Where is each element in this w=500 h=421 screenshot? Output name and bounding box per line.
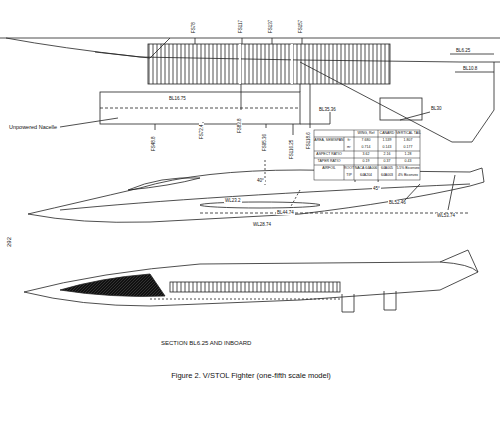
- table-cell: 1.807: [396, 138, 420, 142]
- table-cell: ROOT: [344, 166, 354, 170]
- table-cell: 2.16: [378, 152, 396, 156]
- leader-line: [60, 118, 118, 127]
- table-cell: TAPER RATIO: [314, 159, 344, 163]
- table-cell: 3.62: [354, 152, 378, 156]
- nacelle-aft: [380, 98, 422, 120]
- fuselage-side: [28, 168, 484, 222]
- table-cell: 0.177: [396, 145, 420, 149]
- station-label: FS48.8: [151, 135, 156, 152]
- table-cell: CANARD: [378, 131, 396, 135]
- table-cell: WING, Ref: [354, 131, 378, 135]
- station-label: 45°: [372, 186, 381, 191]
- table-cell: 64A204: [354, 173, 378, 177]
- station-label: BL6.25: [455, 48, 471, 53]
- page-number: 292: [6, 236, 13, 248]
- canopy: [128, 178, 200, 190]
- section-label: SECTION BL6.25 AND INBOARD: [160, 340, 252, 347]
- station-label: WL53.74: [436, 213, 456, 218]
- table-cell: 1.28: [396, 152, 420, 156]
- station-label: FS157: [298, 19, 303, 34]
- table-cell: 0.43: [396, 159, 420, 163]
- station-label: WL28.74: [252, 222, 272, 227]
- station-label: FS117: [238, 19, 243, 34]
- table-cell: 0.714: [354, 145, 378, 149]
- station-label: FS78: [191, 21, 196, 34]
- station-label: FS72.4: [199, 123, 204, 140]
- table-cell: 4% Biconvex: [396, 173, 420, 177]
- station-label: BL10.8: [462, 66, 478, 71]
- station-label: FS116.25: [289, 139, 294, 160]
- station-label: FS137: [268, 19, 273, 34]
- station-label: BL35.36: [318, 107, 337, 112]
- table-cell: 5.5% Biconvex: [396, 166, 420, 170]
- table-cell: AIRFOIL: [314, 166, 344, 170]
- station-label: BL16.75: [168, 96, 187, 101]
- part-label: Unpowered Nacelle: [8, 124, 58, 130]
- inlet-duct: [60, 274, 165, 296]
- station-label: BL44.74: [276, 210, 295, 215]
- nacelle-strut: [342, 291, 396, 312]
- table-cell: ASPECT RATIO: [314, 152, 344, 156]
- table-cell: 0.143: [378, 145, 396, 149]
- station-label: BL30: [430, 106, 443, 111]
- table-cell: 0.37: [378, 159, 396, 163]
- table-cell: 7.680: [354, 138, 378, 142]
- station-label: WL23.2: [224, 198, 242, 203]
- centerline: [0, 38, 500, 39]
- table-cell: 1.539: [378, 138, 396, 142]
- station-label: FS83.8: [237, 117, 242, 134]
- unpowered-nacelle: [100, 92, 300, 124]
- fuselage-section: [24, 262, 478, 306]
- station-label: FS95.36: [262, 133, 267, 152]
- table-cell: 0.19: [354, 159, 378, 163]
- lift-fan-row: [148, 44, 390, 84]
- table-cell: ft²: [344, 138, 354, 142]
- data-table: [314, 130, 420, 180]
- table-cell: TIP: [344, 173, 354, 177]
- figure-caption: Figure 2. V/STOL Fighter (one-fifth scal…: [0, 372, 500, 381]
- station-label: FS118.6: [306, 131, 311, 150]
- lift-fan-section: [170, 282, 340, 292]
- station-label: 40°: [256, 178, 265, 183]
- station-label: BL52.46: [388, 200, 407, 205]
- table-cell: AREA, SEMISPAN: [314, 138, 344, 142]
- table-cell: NACA 64A006: [354, 166, 378, 170]
- table-cell: 64A005: [378, 166, 396, 170]
- table-cell: 64A003: [378, 173, 396, 177]
- table-cell: VERTICAL TAIL: [396, 131, 420, 135]
- table-cell: m²: [344, 145, 354, 149]
